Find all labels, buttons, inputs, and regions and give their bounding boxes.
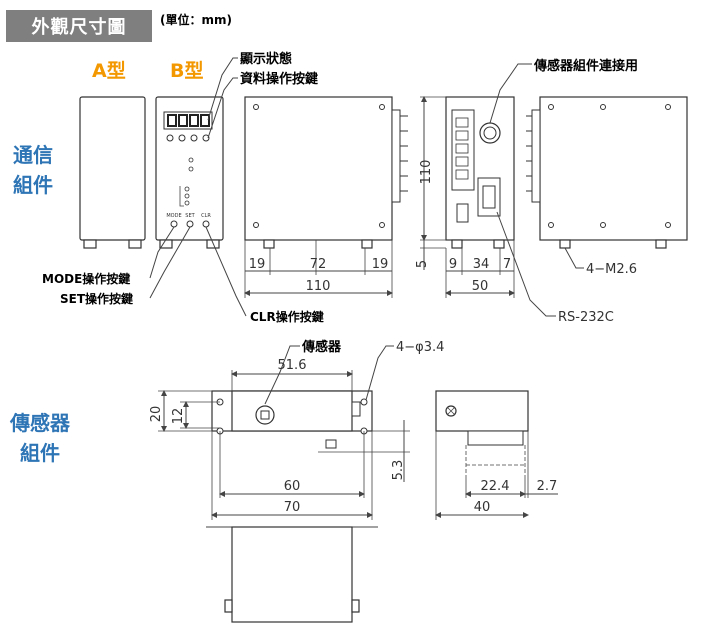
front-terminal-strip [391, 109, 401, 203]
mode-leader [149, 226, 175, 279]
dim-sensor-20: 20 [149, 406, 164, 423]
b-type-unit: MODE SET CLR [155, 96, 224, 249]
back-body [539, 96, 688, 241]
comm-unit-line2: 組件 [13, 173, 53, 197]
sensor-leader [264, 345, 300, 405]
rs232c-callout: RS-232C [558, 310, 614, 325]
sensor-side-dimensions: 22.4 2.7 40 [435, 431, 558, 520]
sensor-unit-line2: 組件 [20, 441, 60, 465]
dim-front-72: 72 [310, 257, 327, 272]
sensor-unit-front [211, 390, 373, 453]
data-button-callout: 資料操作按鍵 [240, 71, 318, 87]
page-title: 外觀尺寸圖 [6, 10, 152, 42]
side-dimensions: 110 5 9 34 7 50 [415, 96, 515, 298]
side-view [445, 96, 515, 249]
sensor-element [255, 405, 275, 425]
dim-sensor-70: 70 [284, 500, 301, 515]
sensor-unit-label: 傳感器 組件 [4, 408, 76, 468]
dim-side-34: 34 [473, 257, 490, 272]
set-leader [149, 226, 191, 299]
a-type-foot-right [128, 239, 142, 249]
side-terminal-block [451, 109, 475, 191]
dim-front-19b: 19 [372, 257, 389, 272]
front-view [244, 96, 408, 249]
dim-side-50: 50 [472, 279, 489, 294]
dim-side-5: 5 [415, 260, 430, 268]
a-type-unit [79, 96, 146, 249]
front-body [244, 96, 393, 241]
sensor-callout: 傳感器 [301, 339, 342, 355]
dim-sensor-2-7: 2.7 [537, 479, 558, 494]
led-bracket [179, 186, 184, 207]
dim-front-19a: 19 [249, 257, 266, 272]
comm-unit-line1: 通信 [13, 143, 53, 167]
clr-callout: CLR操作按鍵 [250, 309, 324, 324]
sensor-dimensions: 51.6 20 12 5.3 60 70 [149, 358, 410, 520]
screw-leader [564, 247, 584, 269]
panel-mode-label: MODE [166, 213, 181, 219]
dim-sensor-40: 40 [474, 500, 491, 515]
back-view [526, 96, 688, 249]
mode-callout: MODE操作按鍵 [42, 271, 130, 286]
dim-sensor-12: 12 [171, 408, 186, 425]
sensor-body [231, 390, 353, 432]
bottom-buttons [170, 220, 210, 228]
rs232c-port [477, 177, 501, 217]
sensor-unit-side [435, 390, 529, 478]
panel-set-label: SET [185, 213, 195, 219]
a-type-body [79, 96, 146, 241]
display-callout: 顯示狀態 [240, 51, 292, 67]
dim-front-110: 110 [306, 279, 331, 294]
rs232c-leader [496, 211, 556, 317]
sensor-connector [479, 122, 501, 144]
status-leds [184, 157, 194, 206]
display-leader [207, 57, 238, 121]
dim-sensor-51-6: 51.6 [278, 358, 307, 373]
panel-clr-label: CLR [201, 213, 211, 219]
comm-unit-label: 通信 組件 [8, 140, 58, 200]
sensor-unit-line1: 傳感器 [10, 411, 70, 435]
dim-sensor-60: 60 [284, 479, 301, 494]
dim-sensor-22-4: 22.4 [481, 479, 510, 494]
screw-callout: 4−M2.6 [586, 262, 637, 277]
dim-side-9: 9 [449, 257, 457, 272]
type-a-label: A型 [92, 60, 126, 82]
data-buttons [166, 134, 210, 142]
sensor-connect-leader [489, 63, 532, 124]
a-type-foot-left [83, 239, 97, 249]
sensor-connect-callout: 傳感器組件連接用 [533, 58, 638, 74]
type-b-label: B型 [170, 60, 204, 82]
set-callout: SET操作按鍵 [60, 291, 133, 306]
data-button-leader [207, 77, 238, 139]
front-dimensions: 19 72 19 110 [244, 240, 393, 298]
led-digits [167, 114, 210, 127]
hole-leader [365, 345, 394, 401]
dim-side-7: 7 [503, 257, 511, 272]
clr-leader [205, 226, 247, 317]
hole-callout: 4−φ3.4 [396, 340, 444, 355]
dim-side-110: 110 [419, 160, 434, 185]
dim-sensor-5-3: 5.3 [391, 460, 406, 481]
unit-note: (單位：mm) [160, 13, 232, 27]
sensor-unit-bottom [206, 526, 378, 623]
sensor-bottom-body [231, 526, 353, 623]
